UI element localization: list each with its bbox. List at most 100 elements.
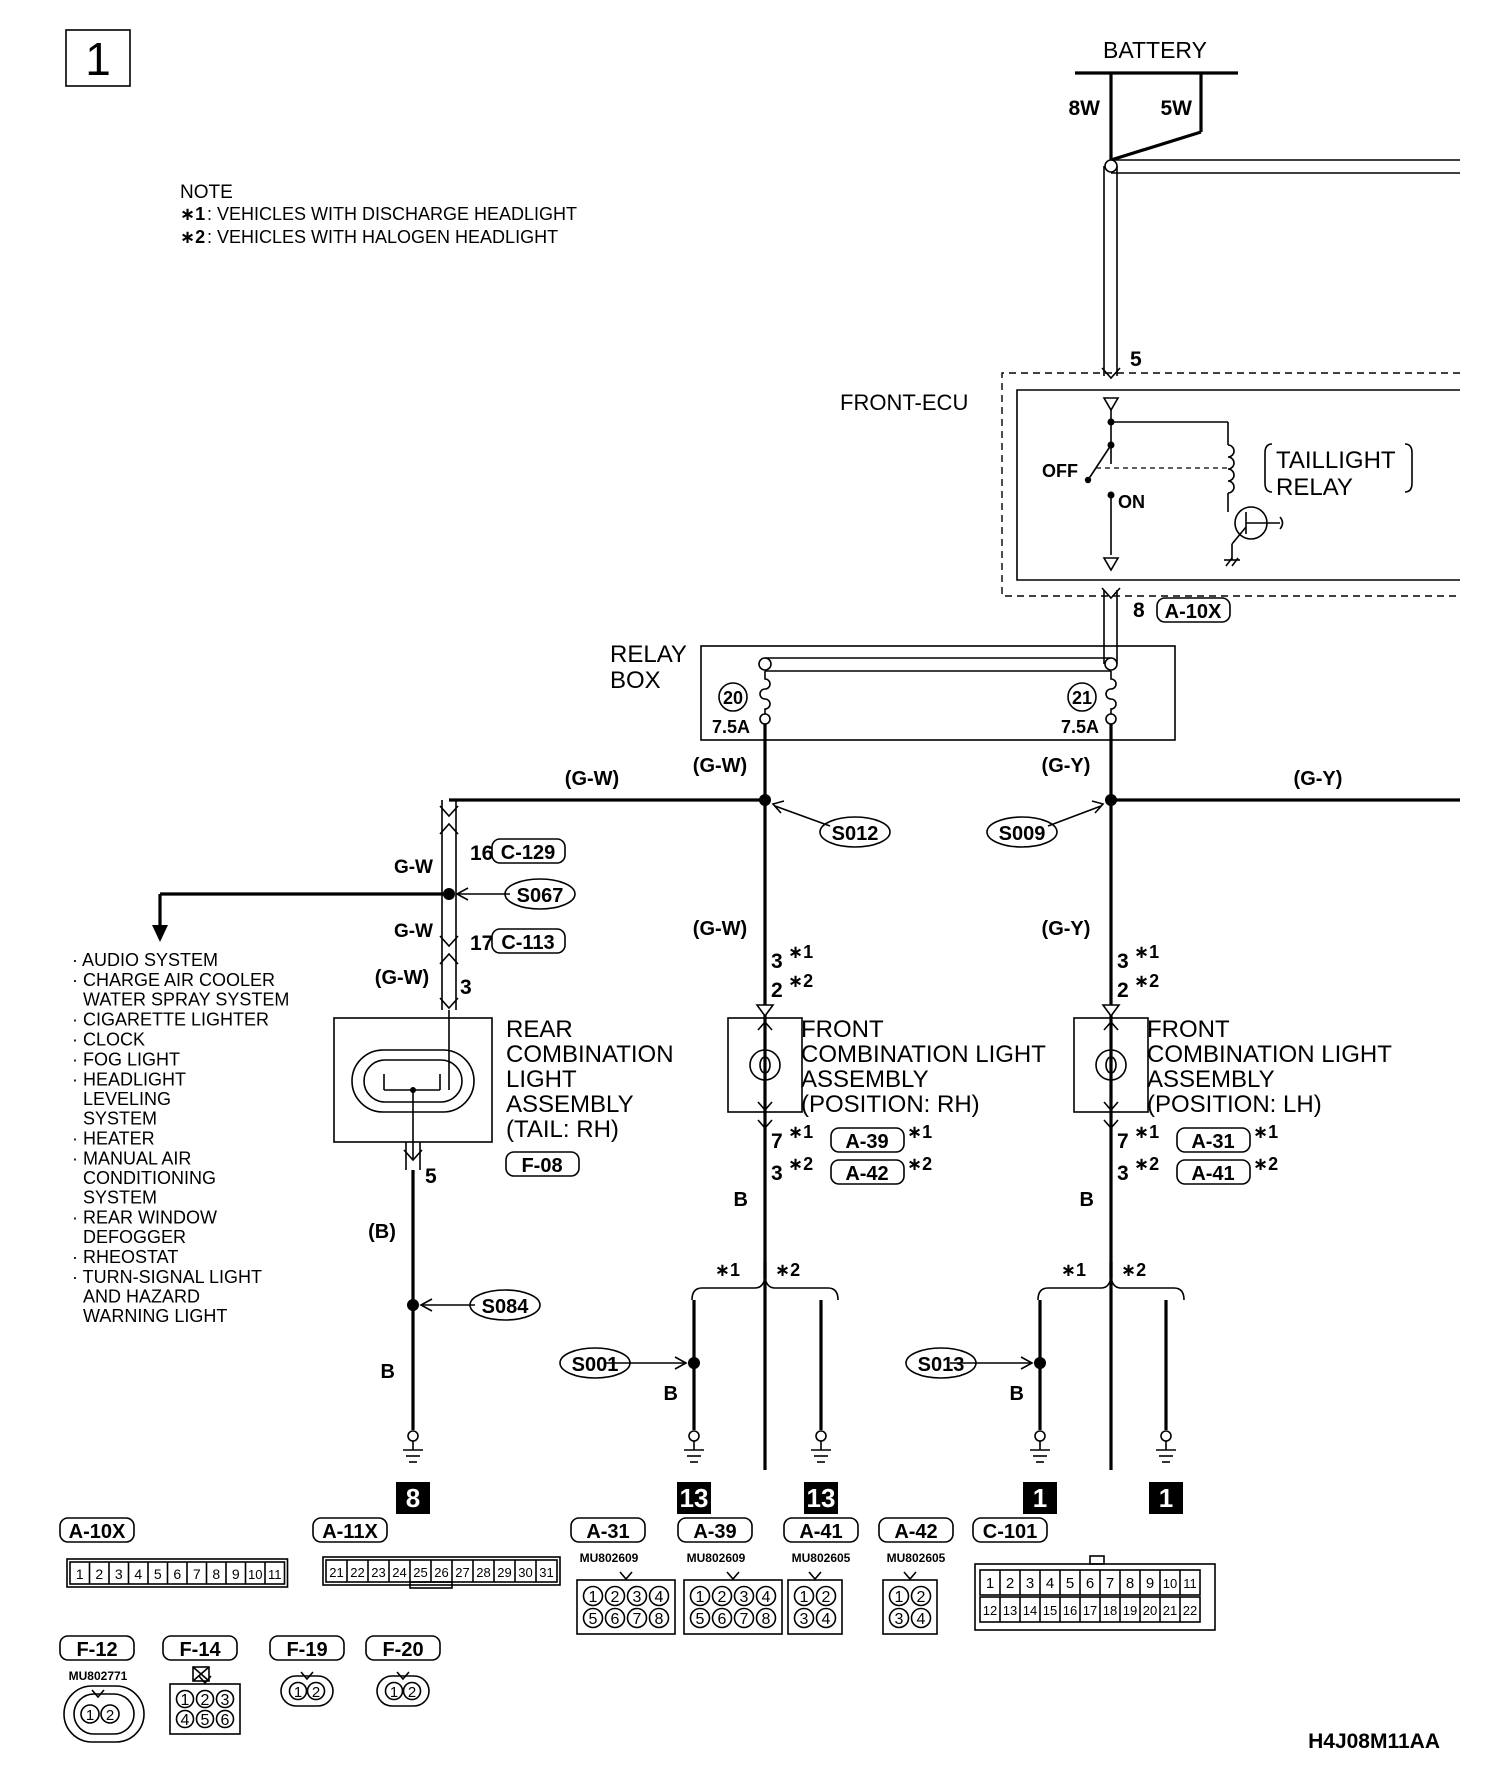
connector-c113: C-113	[501, 932, 554, 954]
connector-pin-1-2: 23	[371, 1565, 385, 1580]
connector-pin-3-3: 4	[762, 1589, 771, 1606]
fuse-20-number: 20	[723, 688, 743, 708]
connector-label-5: A-42	[894, 1521, 937, 1543]
connector-pin-6-16: 17	[1083, 1603, 1097, 1618]
connector-label-0: A-10X	[69, 1521, 126, 1543]
connector-pin-0-0: 1	[76, 1566, 84, 1582]
system-item-8-0: · REAR WINDOW	[72, 1208, 217, 1228]
connector-label-9: F-19	[286, 1639, 327, 1661]
connector-a42: A-42	[845, 1163, 888, 1185]
connector-label-10: F-20	[382, 1639, 423, 1661]
system-item-10-1: AND HAZARD	[83, 1287, 200, 1307]
rh-conn-mark-2: ∗2	[907, 1154, 932, 1174]
connector-pin-3-4: 5	[696, 1611, 705, 1628]
connector-pin-3-0: 1	[696, 1589, 705, 1606]
connector-pin-9-1: 2	[312, 1684, 320, 1701]
connector-pin-2-3: 4	[655, 1589, 664, 1606]
system-item-2-0: · CIGARETTE LIGHTER	[72, 1010, 269, 1030]
ground-point-1	[677, 1482, 711, 1514]
ground-number-3: 1	[1033, 1483, 1047, 1513]
rh-mark-in-1: ∗1	[788, 942, 813, 962]
connector-pin-8-0: 1	[181, 1692, 190, 1709]
note-mark-1: ∗1	[180, 204, 205, 224]
rear-pin-17: 17	[470, 932, 493, 955]
connector-pin-8-1: 2	[201, 1692, 210, 1709]
rear-combination-light	[333, 1010, 493, 1160]
connector-pin-1-3: 24	[392, 1565, 406, 1580]
connector-pin-6-10: 11	[1183, 1576, 1197, 1591]
connector-pin-6-17: 18	[1103, 1603, 1117, 1618]
wire-gy-lh: (G-Y)	[1042, 918, 1091, 940]
connector-pin-4-2: 3	[800, 1611, 809, 1628]
connector-pin-1-6: 27	[455, 1565, 469, 1580]
front-lh-lamp	[1073, 1004, 1149, 1130]
note-mark-2: ∗2	[180, 227, 205, 247]
wire-b-s013: B	[1010, 1383, 1024, 1405]
page-number-box	[65, 29, 131, 87]
lh-label-3: ASSEMBLY	[1147, 1066, 1275, 1093]
document-code: H4J08M11AA	[1308, 1730, 1440, 1753]
ground-point-0	[396, 1482, 430, 1514]
rh-label-4: (POSITION: RH)	[801, 1091, 980, 1118]
connector-pin-0-1: 2	[95, 1566, 103, 1582]
connector-pin-3-5: 6	[718, 1611, 727, 1628]
rh-variant-split	[688, 1262, 839, 1430]
rh-label-3: ASSEMBLY	[801, 1066, 929, 1093]
connector-pin-1-1: 22	[350, 1565, 364, 1580]
rh-split-mark-2: ∗2	[775, 1260, 800, 1280]
connector-pin-3-2: 3	[740, 1589, 749, 1606]
relay-box: RELAY BOX 20 7.5A 21 7.5A	[610, 641, 1176, 741]
ground-terminal-4	[1160, 1430, 1172, 1442]
taillight-relay-label-2: RELAY	[1276, 474, 1353, 501]
connector-pin-6-5: 6	[1086, 1575, 1094, 1592]
front-ecu: FRONT-ECU OFF ON TAILLIGHT RELAY	[840, 372, 1460, 597]
connector-pin-3-7: 8	[762, 1611, 771, 1628]
splice-s013: S013	[918, 1354, 965, 1376]
front-ecu-pin-in: 5	[1130, 348, 1142, 371]
wire-b-s001: B	[664, 1383, 678, 1405]
connector-part-4: MU802605	[792, 1551, 851, 1565]
rh-pin-in-2: 2	[771, 979, 783, 1002]
lh-pin-out-1: 7	[1117, 1130, 1129, 1153]
connector-label-3: A-39	[693, 1521, 736, 1543]
connector-c129: C-129	[501, 842, 555, 864]
lh-mark-in-2: ∗2	[1134, 971, 1159, 991]
rear-pin-16: 16	[470, 842, 493, 865]
connector-a41: A-41	[1191, 1163, 1234, 1185]
wire-gw-rh: (G-W)	[693, 918, 747, 940]
rh-label-2: COMBINATION LIGHT	[801, 1041, 1046, 1068]
ground-point-2	[804, 1482, 838, 1514]
ground-terminal-3	[1034, 1430, 1046, 1442]
ground-number-4: 1	[1159, 1483, 1173, 1513]
connector-pin-0-4: 5	[154, 1566, 162, 1582]
rh-conn-mark-1: ∗1	[907, 1122, 932, 1142]
wire-b-paren: (B)	[368, 1221, 396, 1243]
rear-path-wire	[152, 800, 459, 1010]
system-item-6-0: · HEATER	[72, 1129, 155, 1149]
connector-pin-8-3: 4	[181, 1712, 190, 1729]
connector-pin-6-0: 1	[986, 1575, 994, 1592]
connector-pin-2-6: 7	[633, 1611, 642, 1628]
wire-gw-lower: G-W	[394, 921, 433, 942]
lh-conn-mark-1: ∗1	[1253, 1122, 1278, 1142]
connector-pin-6-20: 21	[1163, 1603, 1177, 1618]
system-item-10-2: WARNING LIGHT	[83, 1306, 227, 1326]
system-item-1-0: · CHARGE AIR COOLER	[72, 970, 275, 990]
system-item-5-2: SYSTEM	[83, 1109, 157, 1129]
connector-pin-2-2: 3	[633, 1589, 642, 1606]
ground-point-4	[1149, 1482, 1183, 1514]
connector-pin-7-1: 2	[106, 1707, 114, 1724]
rear-light-label-1: REAR	[506, 1016, 573, 1043]
connector-a39: A-39	[845, 1131, 888, 1153]
connector-pin-6-19: 20	[1143, 1603, 1157, 1618]
connector-pin-8-5: 6	[221, 1712, 230, 1729]
system-item-8-1: DEFOGGER	[83, 1227, 186, 1247]
rear-light-label-4: ASSEMBLY	[506, 1091, 634, 1118]
rear-pin-5: 5	[425, 1165, 437, 1188]
connector-pin-6-1: 2	[1006, 1575, 1014, 1592]
connector-f08: F-08	[521, 1155, 562, 1177]
lh-mark-out-1: ∗1	[1134, 1122, 1159, 1142]
system-item-5-1: LEVELING	[83, 1089, 171, 1109]
connector-pin-1-0: 21	[329, 1565, 343, 1580]
